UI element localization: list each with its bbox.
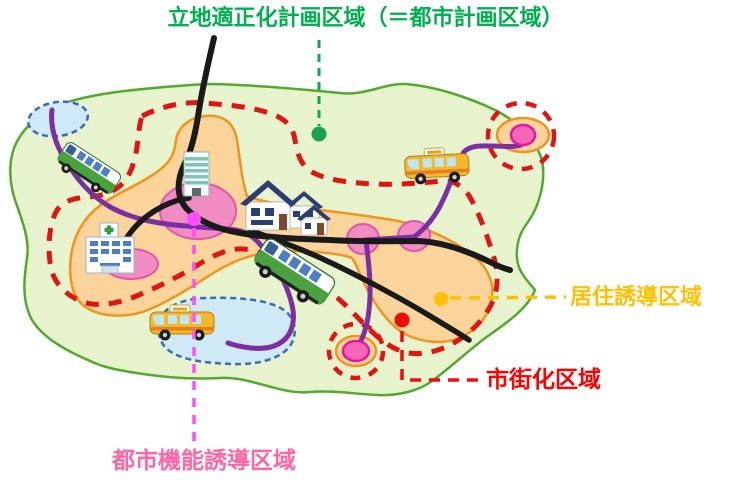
planning-area-label: 立地適正化計画区域（＝都市計画区域） — [0, 4, 731, 33]
urbanization-area-label: 市街化区域 — [482, 366, 605, 395]
road-southeast — [247, 227, 472, 343]
railway-line-east — [353, 142, 524, 352]
house-front-small — [297, 205, 331, 236]
taxi-icon-bottom-left — [149, 304, 215, 341]
houses-icon — [240, 180, 331, 236]
house-main — [240, 180, 296, 231]
hospital-windows — [90, 241, 131, 262]
pond-top-left — [26, 100, 90, 138]
leader-urbanization — [400, 331, 482, 382]
yellow-dot-residential — [434, 292, 448, 306]
bus-icon-center — [254, 238, 336, 305]
urbanization-boundary — [46, 100, 500, 357]
station-top-right — [509, 123, 537, 147]
hospital-icon — [85, 222, 135, 274]
urbanization-boundary-station-top-right — [485, 100, 557, 172]
taxi-icon-top-right — [404, 147, 470, 185]
urban-function-area-label: 都市機能誘導区域 — [108, 447, 300, 476]
planning-area-label-text: 立地適正化計画区域（＝都市計画区域） — [159, 4, 572, 33]
red-dot-urbanization — [394, 312, 410, 328]
residential-area-label: 居住誘導区域 — [566, 284, 707, 312]
magenta-dot-urban-function — [187, 212, 201, 226]
office-building-icon — [183, 151, 210, 197]
leader-residential — [449, 295, 567, 300]
road-main — [175, 35, 513, 273]
station-bottom — [341, 339, 371, 363]
urbanization-boundary-station-bottom — [326, 321, 386, 381]
green-dot-planning-area — [311, 126, 327, 142]
bus-icon-top-left — [57, 142, 122, 194]
